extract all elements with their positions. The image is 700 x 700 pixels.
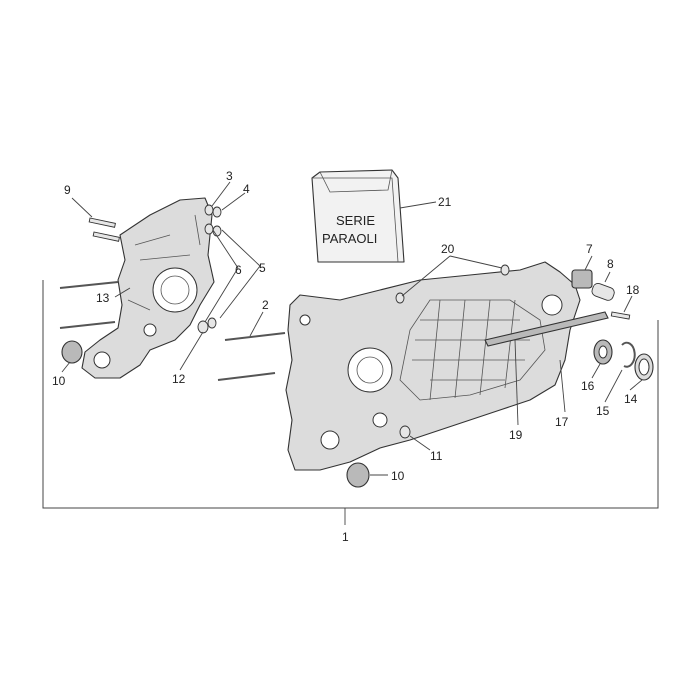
callout-17: 17 <box>555 415 569 429</box>
washers-3-4 <box>204 204 222 237</box>
callout-labels: 1 2 3 4 5 6 7 8 9 10 10 11 12 13 14 15 1… <box>52 169 640 544</box>
pin-8 <box>591 282 615 301</box>
circlip-15 <box>621 341 636 368</box>
callout-12: 12 <box>172 372 186 386</box>
callout-14: 14 <box>624 392 638 406</box>
callout-5: 5 <box>259 261 266 275</box>
oil-seal-kit-bag: SERIE PARAOLI <box>311 169 405 263</box>
plugs-20 <box>395 264 510 304</box>
bushing-10-left <box>61 340 83 364</box>
callout-19: 19 <box>509 428 523 442</box>
callout-21: 21 <box>438 195 452 209</box>
main-crankcase <box>285 261 581 471</box>
callout-10-left: 10 <box>52 374 66 388</box>
left-crankcase-half <box>81 197 215 379</box>
bearing-7 <box>571 269 593 289</box>
callout-11: 11 <box>430 449 443 463</box>
callout-15: 15 <box>596 404 610 418</box>
lever-19 <box>484 311 609 347</box>
callout-13: 13 <box>96 291 110 305</box>
ring-14 <box>634 353 654 381</box>
seal-16 <box>593 339 613 365</box>
callout-3: 3 <box>226 169 233 183</box>
callout-7: 7 <box>586 242 593 256</box>
callout-6: 6 <box>235 263 242 277</box>
callout-20: 20 <box>441 242 455 256</box>
studs-left <box>59 281 286 381</box>
callout-18: 18 <box>626 283 640 297</box>
bushing-10-right <box>346 462 370 488</box>
assembly-bracket <box>42 280 659 525</box>
callout-1: 1 <box>342 530 349 544</box>
plug-11 <box>399 425 411 439</box>
callout-16: 16 <box>581 379 595 393</box>
callout-4: 4 <box>243 182 250 196</box>
callout-9: 9 <box>64 183 71 197</box>
callout-10-right: 10 <box>391 469 405 483</box>
callout-8: 8 <box>607 257 614 271</box>
screw-18 <box>610 311 631 320</box>
kit-label-line2: PARAOLI <box>322 231 377 246</box>
callout-2: 2 <box>262 298 269 312</box>
leader-lines <box>61 181 643 476</box>
dowel-pins-12 <box>197 317 217 334</box>
kit-label-line1: SERIE <box>336 213 375 228</box>
bolts-left <box>88 217 120 242</box>
